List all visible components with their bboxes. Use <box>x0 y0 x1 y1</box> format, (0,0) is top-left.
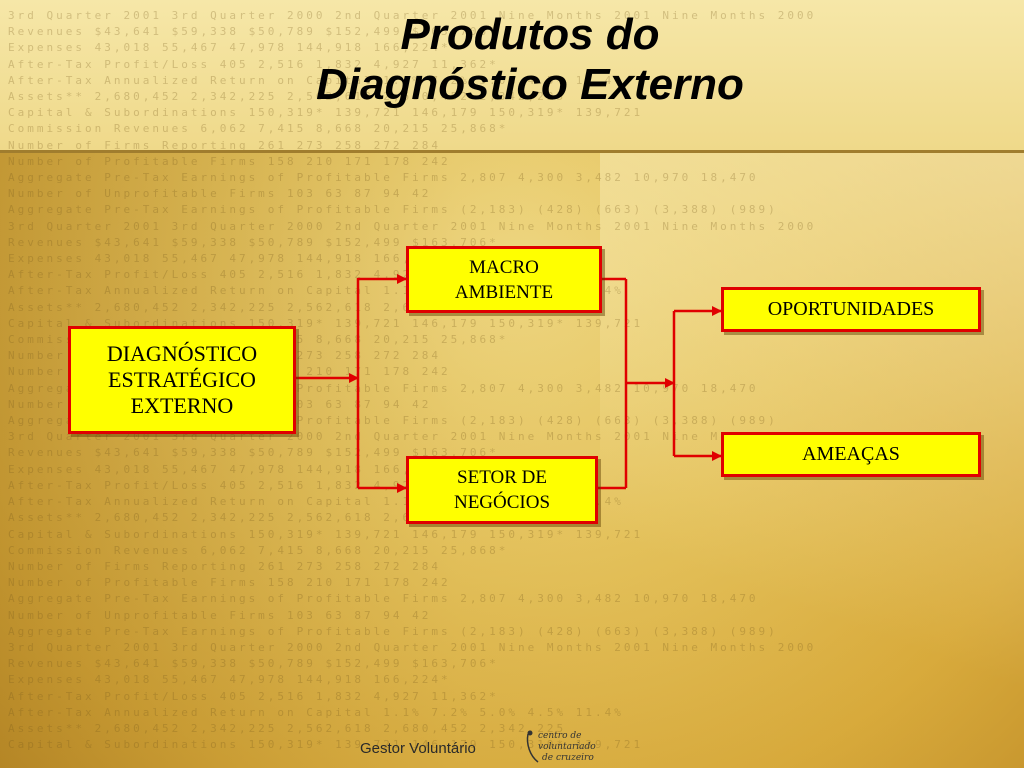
slide-title: Produtos do Diagnóstico Externo <box>200 10 860 110</box>
header-band <box>0 0 1024 150</box>
macro-ambiente-box: MACRO AMBIENTE <box>406 246 602 313</box>
ticker-line: Aggregate Pre-Tax Earnings of Profitable… <box>8 592 759 606</box>
setor-box-line-1: SETOR DE <box>457 467 547 488</box>
ticker-line: Number of Unprofitable Firms 103 63 87 9… <box>8 187 432 201</box>
oportunidades-box: OPORTUNIDADES <box>721 287 981 332</box>
ticker-line: Expenses 43,018 55,467 47,978 144,918 16… <box>8 41 451 55</box>
ticker-line: After-Tax Annualized Return on Capital 1… <box>8 705 624 719</box>
ticker-line: Aggregate Pre-Tax Earnings of Profitable… <box>8 624 778 638</box>
ticker-line: Expenses 43,018 55,467 47,978 144,918 16… <box>8 252 451 266</box>
logo-line-2: voluntariado <box>538 742 596 752</box>
ticker-line: 3rd Quarter 2001 3rd Quarter 2000 2nd Qu… <box>8 219 817 233</box>
ticker-line: Number of Unprofitable Firms 103 63 87 9… <box>8 608 432 622</box>
setor-de-negocios-box: SETOR DE NEGÓCIOS <box>406 456 598 524</box>
ticker-line: Revenues $43,641 $59,338 $50,789 $152,49… <box>8 235 499 249</box>
ticker-line: 3rd Quarter 2001 3rd Quarter 2000 2nd Qu… <box>8 640 817 654</box>
slide-title-line-1: Produtos do <box>400 10 660 59</box>
ameacas-box: AMEAÇAS <box>721 432 981 477</box>
macro-box-line-2: AMBIENTE <box>454 281 554 303</box>
footer-brand: Gestor Voluntário <box>360 740 476 757</box>
ticker-line: Capital & Subordinations 150,319* 139,72… <box>8 738 644 752</box>
setor-box-line-2: NEGÓCIOS <box>453 492 551 513</box>
ticker-line: Number of Profitable Firms 158 210 171 1… <box>8 154 451 168</box>
ticker-line: Expenses 43,018 55,467 47,978 144,918 16… <box>8 673 451 687</box>
ticker-line: Assets** 2,680,452 2,342,225 2,562,618 2… <box>8 721 567 735</box>
threats-label: AMEAÇAS <box>802 443 900 465</box>
ticker-line: After-Tax Annualized Return on Capital 1… <box>8 73 624 87</box>
source-box-line-1: DIAGNÓSTICO <box>106 341 258 366</box>
ticker-line: Number of Firms Reporting 261 273 258 27… <box>8 559 442 573</box>
ticker-line: Commission Revenues 6,062 7,415 8,668 20… <box>8 122 509 136</box>
ticker-line: Capital & Subordinations 150,319* 139,72… <box>8 106 644 120</box>
source-box-line-3: EXTERNO <box>130 393 234 418</box>
ticker-line: Expenses 43,018 55,467 47,978 144,918 16… <box>8 462 451 476</box>
ticker-line: Assets** 2,680,452 2,342,225 2,562,618 2… <box>8 90 567 104</box>
source-box-line-2: ESTRATÉGICO <box>108 367 256 392</box>
slide-title-line-2: Diagnóstico Externo <box>316 60 744 109</box>
opportunities-label: OPORTUNIDADES <box>767 298 935 320</box>
ticker-line: Number of Firms Reporting 261 273 258 27… <box>8 138 442 152</box>
ticker-line: Capital & Subordinations 150,319* 139,72… <box>8 527 644 541</box>
logo-dot <box>527 730 533 736</box>
ticker-line: Aggregate Pre-Tax Earnings of Profitable… <box>8 203 778 217</box>
financial-ticker-watermark: 3rd Quarter 2001 3rd Quarter 2000 2nd Qu… <box>8 8 1018 763</box>
diagnostico-estrategico-externo-box: DIAGNÓSTICO ESTRATÉGICO EXTERNO <box>68 326 296 434</box>
ticker-line: Revenues $43,641 $59,338 $50,789 $152,49… <box>8 25 499 39</box>
header-divider <box>0 150 1024 153</box>
centro-voluntariado-logo: centro de voluntariado de cruzeiro <box>526 730 596 763</box>
ticker-line: After-Tax Profit/Loss 405 2,516 1,832 4,… <box>8 689 499 703</box>
logo-swoosh <box>526 733 539 763</box>
logo-line-1: centro de <box>538 731 581 741</box>
macro-box-line-1: MACRO <box>469 256 539 278</box>
ticker-line: Revenues $43,641 $59,338 $50,789 $152,49… <box>8 657 499 671</box>
ticker-line: 3rd Quarter 2001 3rd Quarter 2000 2nd Qu… <box>8 9 817 22</box>
ticker-line: Revenues $43,641 $59,338 $50,789 $152,49… <box>8 446 499 460</box>
ticker-line: Number of Profitable Firms 158 210 171 1… <box>8 576 451 590</box>
ticker-line: Aggregate Pre-Tax Earnings of Profitable… <box>8 171 759 185</box>
ticker-line: Commission Revenues 6,062 7,415 8,668 20… <box>8 543 509 557</box>
logo-line-3: de cruzeiro <box>542 753 594 763</box>
ticker-line: After-Tax Profit/Loss 405 2,516 1,832 4,… <box>8 57 499 71</box>
